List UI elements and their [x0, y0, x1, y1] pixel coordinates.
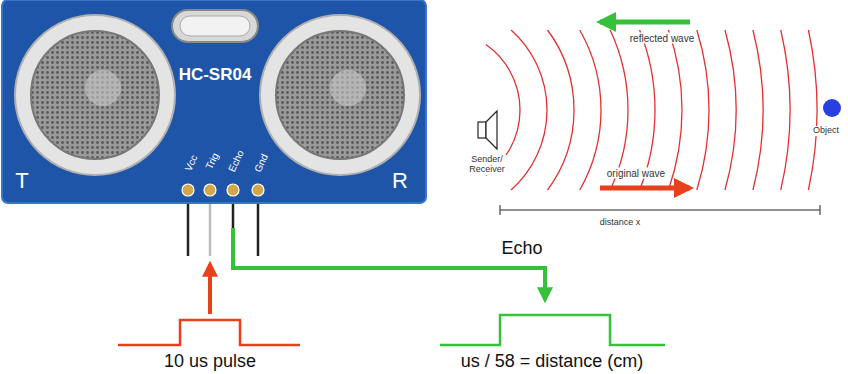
wave-arc [668, 30, 682, 190]
pin-hole [252, 184, 264, 196]
wave-arc [697, 30, 709, 190]
speaker-icon [478, 122, 486, 138]
speaker-icon [486, 111, 497, 149]
pin-hole [182, 184, 194, 196]
echo-pulse [440, 315, 665, 345]
wave-arc [753, 30, 763, 190]
board-art [0, 0, 428, 205]
wave-arc [610, 30, 628, 190]
wave-arc [580, 30, 601, 190]
object-dot [823, 99, 841, 117]
reflected-arrow [600, 20, 690, 25]
trigger-arrow [208, 264, 212, 314]
sensor-board: HC-SR04TRVccTrigEchoGnd [0, 0, 428, 205]
crystal [172, 10, 258, 42]
pin-leg [187, 203, 190, 256]
pin-hole [227, 184, 239, 196]
wave-arc [808, 30, 817, 190]
transducer-core [85, 70, 121, 106]
pin-leg [209, 203, 212, 256]
original-arrow [600, 186, 690, 191]
distance-tick [820, 205, 821, 215]
wave-label: original wave [605, 168, 667, 179]
distance-line [500, 210, 820, 211]
pcb [2, 0, 426, 203]
transducer-mesh [276, 31, 404, 159]
device-label: Sender/ Receiver [459, 155, 515, 175]
sound-waves [486, 30, 817, 190]
object-label: Object [811, 126, 841, 136]
crystal [180, 16, 250, 36]
part-name: HC-SR04 [179, 66, 252, 85]
transducer-mesh [31, 31, 159, 159]
transmitter-mark: T [15, 169, 28, 193]
signal-name: Echo [501, 239, 542, 259]
wave-label: reflected wave [628, 33, 696, 44]
transducer-core [330, 70, 366, 106]
transducer [15, 15, 175, 175]
pin-hole [204, 184, 216, 196]
distance-tick [500, 205, 501, 215]
echo-wire [233, 228, 545, 300]
wave-arc [547, 30, 574, 190]
wave-arc [640, 30, 655, 190]
dimension-label: distance x [598, 218, 643, 228]
trigger-pulse [118, 320, 300, 345]
wave-arc [781, 30, 790, 190]
receiver-mark: R [392, 169, 408, 193]
wave-arc [725, 30, 736, 190]
wave-arc [511, 30, 547, 190]
formula-label: us / 58 = distance (cm) [461, 352, 644, 372]
pulse-label: 10 us pulse [164, 352, 256, 372]
pin-leg [257, 203, 260, 256]
transducer [260, 15, 420, 175]
